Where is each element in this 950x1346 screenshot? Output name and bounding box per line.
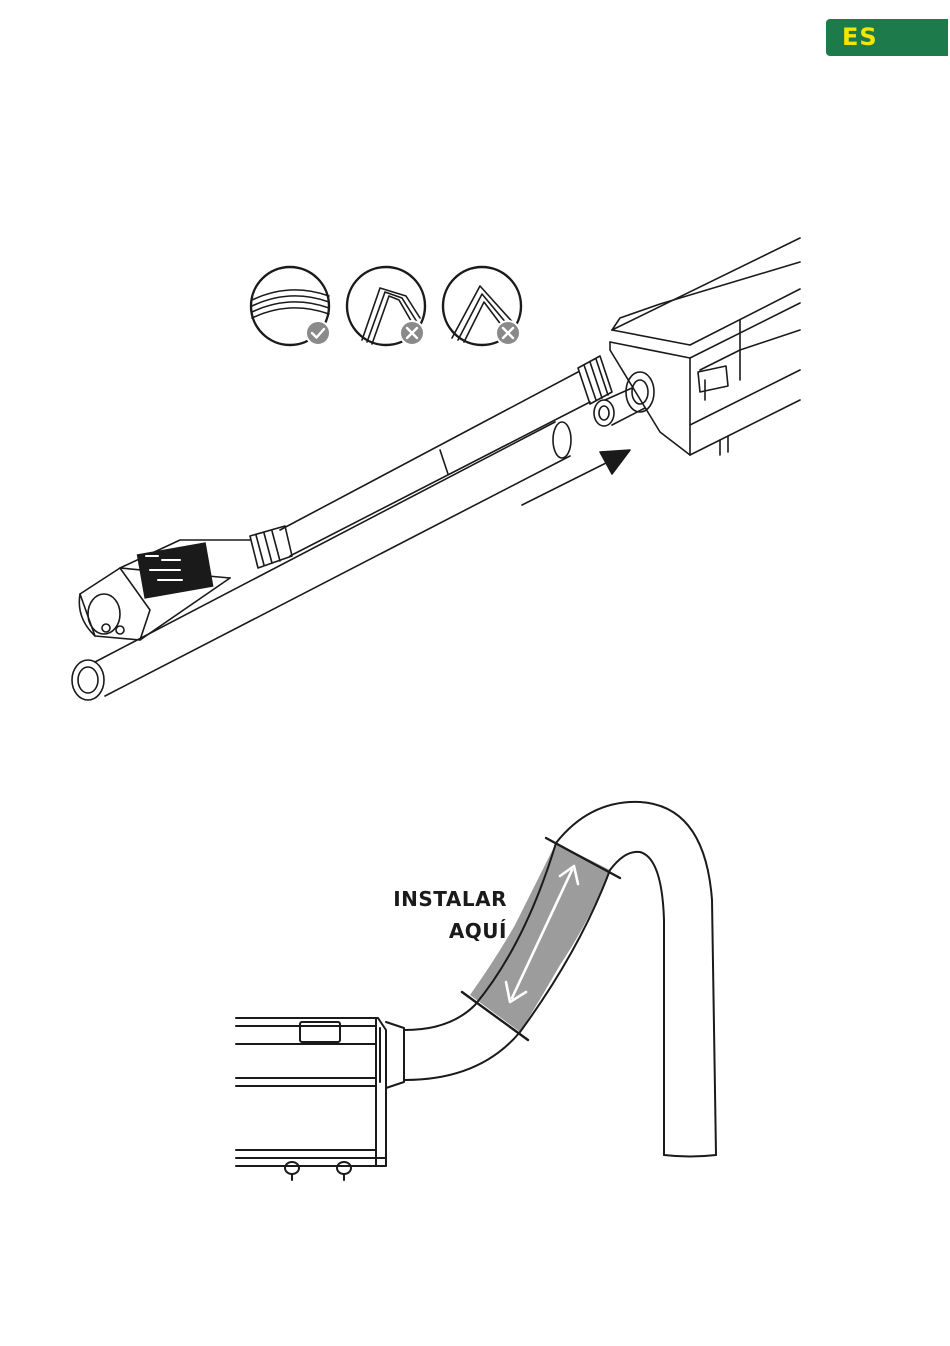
install-label-line2: AQUÍ [393, 915, 507, 947]
install-label-line1: INSTALAR [393, 883, 507, 915]
install-here-label: INSTALAR AQUÍ [393, 883, 507, 947]
device-side-view [236, 1018, 404, 1180]
